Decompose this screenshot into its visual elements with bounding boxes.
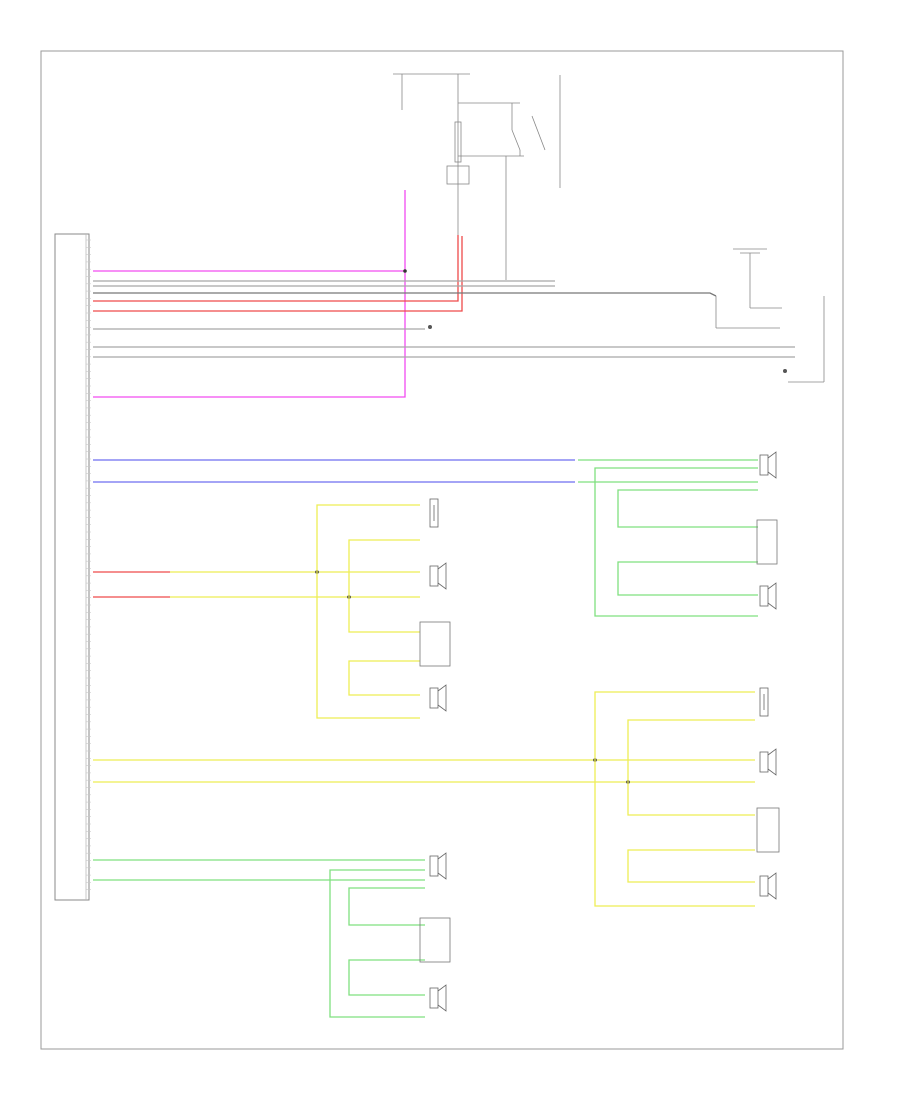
wire-green [594, 467, 758, 617]
speaker-icon [429, 562, 447, 590]
wire-green [348, 959, 425, 996]
wire-green [617, 489, 758, 528]
wire-yellow [348, 539, 420, 633]
connector-icon [756, 519, 778, 565]
speaker-icon [429, 852, 447, 880]
diagram-frame [40, 50, 844, 1050]
speaker-icon [759, 748, 777, 776]
connector-icon [419, 917, 451, 963]
wire-green [617, 561, 758, 596]
wire-yellow [348, 660, 420, 696]
splice-dot [403, 269, 407, 273]
speaker-icon [759, 582, 777, 610]
wire-pink [93, 190, 406, 398]
wire-yellow [316, 504, 420, 719]
speaker-icon [428, 325, 432, 329]
speaker-icon [429, 684, 447, 712]
wire-yellow [627, 719, 755, 816]
tweeter-icon [429, 498, 439, 528]
ground-icon [715, 248, 825, 383]
wire-yellow [594, 691, 755, 907]
connector-icon [756, 807, 780, 853]
tweeter-icon [759, 687, 769, 717]
wire-green [348, 887, 425, 926]
connector-icon [54, 233, 90, 901]
wire-gray-dark [93, 292, 717, 297]
wire-harness [93, 190, 795, 1018]
wire-green [329, 869, 425, 1018]
connector-icon [419, 621, 451, 667]
power-feed-section [393, 73, 561, 280]
wire-yellow [627, 849, 755, 883]
component-group [419, 451, 780, 1012]
wire-red [93, 236, 463, 312]
wire-red [93, 235, 459, 302]
fuse-icon [446, 121, 470, 185]
speaker-icon [429, 984, 447, 1012]
connector-pins [86, 239, 91, 891]
speaker-icon [759, 872, 777, 900]
speaker-icon [759, 451, 777, 479]
